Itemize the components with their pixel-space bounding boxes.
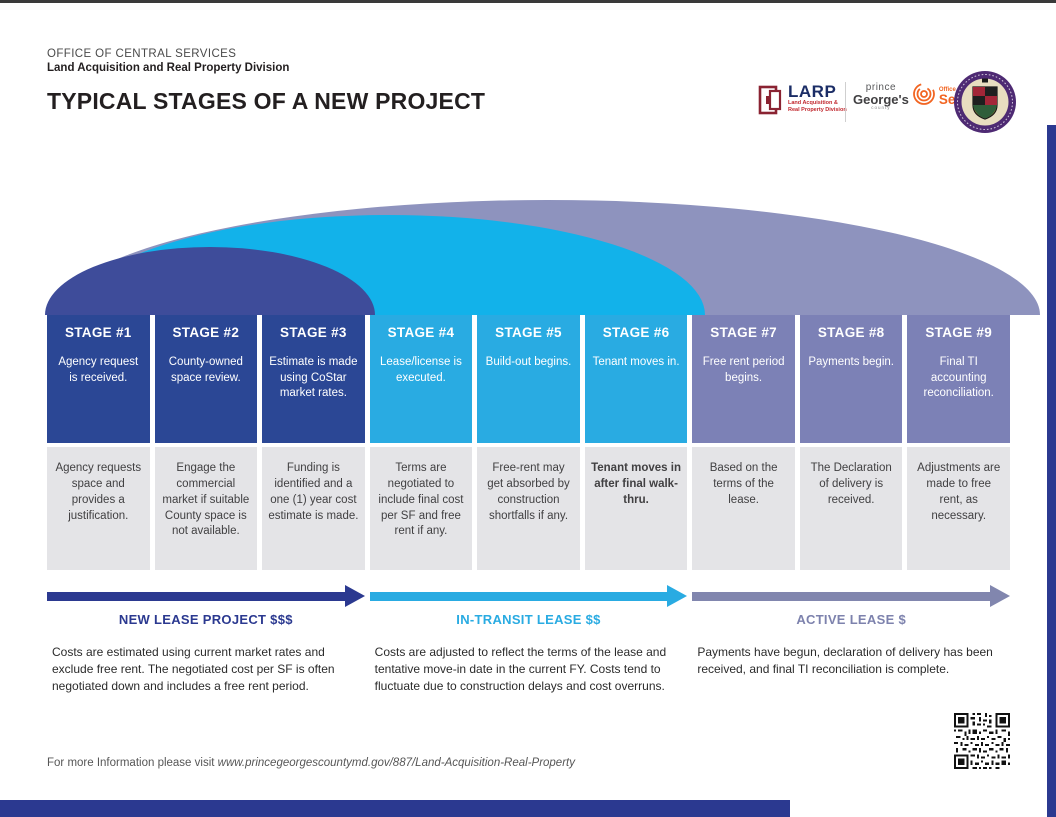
phase-in-transit: IN-TRANSIT LEASE $$ Costs are adjusted t… xyxy=(369,585,688,694)
top-edge-rule xyxy=(0,0,1056,3)
county-wordmark: prince George's county xyxy=(853,81,909,110)
in-transit-description: Costs are adjusted to reflect the terms … xyxy=(374,645,667,693)
larp-door-icon xyxy=(758,83,784,122)
larp-logo: LARP Land Acquisition & Real Property Di… xyxy=(758,83,847,122)
larp-acronym: LARP xyxy=(788,82,837,101)
footer-note: For more Information please visit www.pr… xyxy=(47,757,575,769)
in-transit-arrow xyxy=(369,585,688,607)
stage-header-4: STAGE #4 Lease/license is executed. xyxy=(369,315,473,443)
active-lease-arrow xyxy=(692,585,1010,607)
stage-grid: STAGE #1 Agency request is received. STA… xyxy=(47,315,1010,570)
stage-header-2: STAGE #2 County-owned space review. xyxy=(154,315,258,443)
stages-diagram: STAGE #1 Agency request is received. STA… xyxy=(45,200,1040,570)
new-lease-description: Costs are estimated using current market… xyxy=(52,645,335,693)
stage-detail-1: Agency requests space and provides a jus… xyxy=(47,447,150,570)
arrow-head-icon xyxy=(989,585,1010,607)
page-title: TYPICAL STAGES OF A NEW PROJECT xyxy=(47,88,486,114)
stage-detail-2: Engage the commercial market if suitable… xyxy=(154,447,258,570)
stage-header-6: STAGE #6 Tenant moves in. xyxy=(584,315,688,443)
spiral-icon xyxy=(912,82,936,111)
bottom-edge-bar xyxy=(0,800,790,817)
new-lease-label: NEW LEASE PROJECT $$$ xyxy=(118,612,293,627)
org-name: OFFICE OF CENTRAL SERVICES xyxy=(47,48,237,60)
phase-new-lease: NEW LEASE PROJECT $$$ Costs are estimate… xyxy=(47,585,365,694)
stage-detail-7: Based on the terms of the lease. xyxy=(692,447,795,570)
qr-code xyxy=(952,711,1012,776)
logo-divider xyxy=(845,82,846,122)
active-lease-description: Payments have begun, declaration of deli… xyxy=(697,645,993,676)
footer-text: For more Information please visit xyxy=(47,757,218,769)
larp-subline-2: Real Property Division xyxy=(788,106,847,113)
stage-header-1: STAGE #1 Agency request is received. xyxy=(47,315,150,443)
stage-detail-3: Funding is identified and a one (1) year… xyxy=(262,447,365,570)
in-transit-label: IN-TRANSIT LEASE $$ xyxy=(456,612,601,627)
stage-detail-8: The Declaration of delivery is received. xyxy=(799,447,903,570)
stage-header-9: STAGE #9 Final TI accounting reconciliat… xyxy=(907,315,1010,443)
phase-row: NEW LEASE PROJECT $$$ Costs are estimate… xyxy=(47,585,1010,694)
stage-detail-6: Tenant moves in after final walk-thru. xyxy=(584,447,688,570)
stage-header-3: STAGE #3 Estimate is made using CoStar m… xyxy=(262,315,365,443)
stage-detail-5: Free-rent may get absorbed by constructi… xyxy=(477,447,580,570)
stage-header-8: STAGE #8 Payments begin. xyxy=(799,315,903,443)
larp-subline-1: Land Acquisition & xyxy=(788,100,838,106)
division-name: Land Acquisition and Real Property Divis… xyxy=(47,62,290,74)
arrow-head-icon xyxy=(667,585,688,607)
county-seal-icon xyxy=(953,70,1017,139)
phase-active-lease: ACTIVE LEASE $ Payments have begun, decl… xyxy=(692,585,1010,694)
logo-row: LARP Land Acquisition & Real Property Di… xyxy=(756,70,1018,136)
header: OFFICE OF CENTRAL SERVICES Land Acquisit… xyxy=(47,48,485,115)
footer-url: www.princegeorgescountymd.gov/887/Land-A… xyxy=(217,757,575,769)
stage-detail-9: Adjustments are made to free rent, as ne… xyxy=(907,447,1010,570)
stage-header-5: STAGE #5 Build-out begins. xyxy=(477,315,580,443)
new-lease-arrow xyxy=(47,585,365,607)
active-lease-label: ACTIVE LEASE $ xyxy=(796,612,906,627)
right-edge-bar xyxy=(1047,125,1056,817)
stage-detail-4: Terms are negotiated to include final co… xyxy=(369,447,473,570)
larp-text-block: LARP Land Acquisition & Real Property Di… xyxy=(788,83,847,114)
stage-header-7: STAGE #7 Free rent period begins. xyxy=(692,315,795,443)
arrow-head-icon xyxy=(344,585,365,607)
